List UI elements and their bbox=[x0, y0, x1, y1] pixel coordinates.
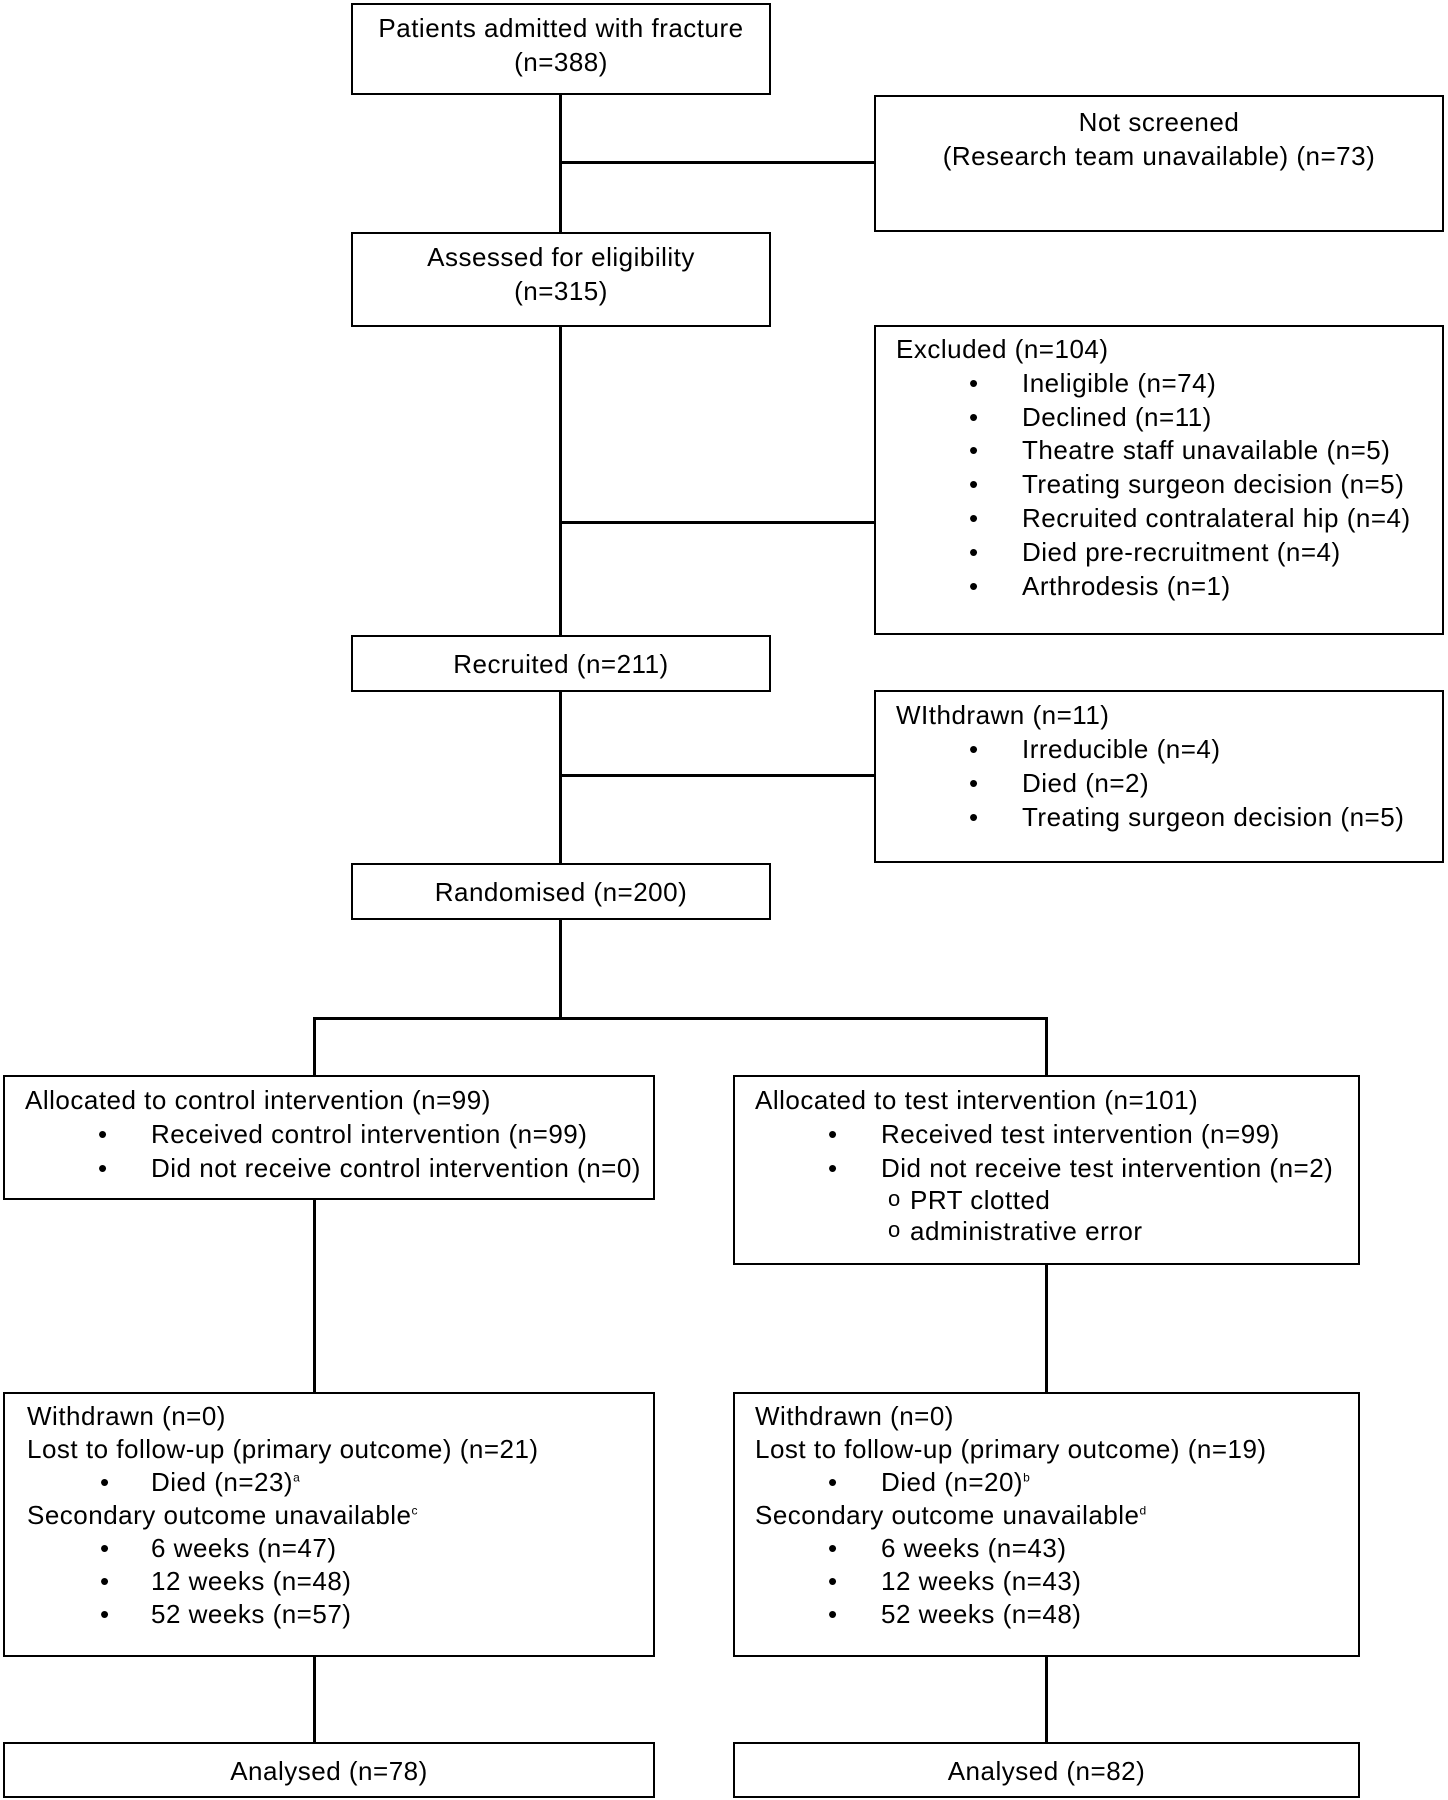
test-alloc-item: Did not receive test intervention (n=2) bbox=[755, 1151, 1358, 1185]
connector-main-4 bbox=[559, 920, 562, 1020]
connector-control-2 bbox=[313, 1200, 316, 1392]
control-analysed-label: Analysed (n=78) bbox=[230, 1756, 428, 1786]
assessed-line1: Assessed for eligibility bbox=[427, 242, 695, 272]
box-assessed: Assessed for eligibility (n=315) bbox=[351, 232, 771, 327]
excluded-item: Recruited contralateral hip (n=4) bbox=[896, 502, 1442, 536]
withdrawn-pre-item: Irreducible (n=4) bbox=[896, 732, 1442, 766]
connector-main-1 bbox=[559, 95, 562, 235]
box-not-screened: Not screened (Research team unavailable)… bbox=[874, 95, 1444, 232]
box-randomised: Randomised (n=200) bbox=[351, 863, 771, 920]
not-screened-line1: Not screened bbox=[1078, 107, 1240, 137]
control-follow-lost: Lost to follow-up (primary outcome) (n=2… bbox=[27, 1434, 539, 1464]
box-withdrawn-pre: WIthdrawn (n=11) Irreducible (n=4) Died … bbox=[874, 690, 1444, 863]
control-follow-week: 6 weeks (n=47) bbox=[27, 1532, 653, 1565]
test-follow-week: 6 weeks (n=43) bbox=[755, 1532, 1358, 1565]
excluded-item: Ineligible (n=74) bbox=[896, 367, 1442, 401]
control-alloc-item: Did not receive control intervention (n=… bbox=[25, 1151, 653, 1185]
connector-withdrawn bbox=[559, 774, 874, 777]
connector-main-2 bbox=[559, 327, 562, 637]
assessed-line2: (n=315) bbox=[514, 276, 608, 306]
not-screened-line2: (Research team unavailable) (n=73) bbox=[942, 141, 1376, 171]
control-follow-week: 12 weeks (n=48) bbox=[27, 1565, 653, 1598]
excluded-item: Treating surgeon decision (n=5) bbox=[896, 468, 1442, 502]
connector-split bbox=[313, 1017, 1048, 1020]
excluded-item: Theatre staff unavailable (n=5) bbox=[896, 434, 1442, 468]
withdrawn-pre-title: WIthdrawn (n=11) bbox=[896, 700, 1110, 730]
control-alloc-title: Allocated to control intervention (n=99) bbox=[25, 1085, 491, 1115]
control-follow-secondary: Secondary outcome unavailablec bbox=[27, 1500, 419, 1530]
connector-test-1 bbox=[1045, 1017, 1048, 1075]
test-follow-withdrawn: Withdrawn (n=0) bbox=[755, 1401, 954, 1431]
test-follow-secondary: Secondary outcome unavailabled bbox=[755, 1500, 1147, 1530]
box-recruited: Recruited (n=211) bbox=[351, 635, 771, 692]
connector-main-3 bbox=[559, 692, 562, 867]
box-control-followup: Withdrawn (n=0) Lost to follow-up (prima… bbox=[3, 1392, 655, 1657]
connector-test-3 bbox=[1045, 1657, 1048, 1742]
excluded-item: Died pre-recruitment (n=4) bbox=[896, 536, 1442, 570]
box-excluded: Excluded (n=104) Ineligible (n=74) Decli… bbox=[874, 325, 1444, 635]
test-alloc-item: Received test intervention (n=99) bbox=[755, 1117, 1358, 1151]
control-follow-week: 52 weeks (n=57) bbox=[27, 1598, 653, 1631]
connector-test-2 bbox=[1045, 1262, 1048, 1392]
control-follow-died: Died (n=23)a bbox=[27, 1466, 653, 1499]
control-alloc-item: Received control intervention (n=99) bbox=[25, 1117, 653, 1151]
connector-not-screened bbox=[559, 161, 874, 164]
test-follow-lost: Lost to follow-up (primary outcome) (n=1… bbox=[755, 1434, 1267, 1464]
withdrawn-pre-item: Treating surgeon decision (n=5) bbox=[896, 800, 1442, 834]
control-secondary-footnote: c bbox=[411, 1503, 419, 1518]
test-follow-week: 52 weeks (n=48) bbox=[755, 1598, 1358, 1631]
withdrawn-pre-item: Died (n=2) bbox=[896, 766, 1442, 800]
box-admitted: Patients admitted with fracture (n=388) bbox=[351, 3, 771, 95]
control-follow-withdrawn: Withdrawn (n=0) bbox=[27, 1401, 226, 1431]
admitted-line1: Patients admitted with fracture bbox=[378, 13, 744, 43]
box-control-analysed: Analysed (n=78) bbox=[3, 1742, 655, 1798]
excluded-item: Arthrodesis (n=1) bbox=[896, 570, 1442, 604]
box-test-allocation: Allocated to test intervention (n=101) R… bbox=[733, 1075, 1360, 1265]
test-alloc-title: Allocated to test intervention (n=101) bbox=[755, 1085, 1199, 1115]
control-died-footnote: a bbox=[293, 1470, 301, 1485]
test-follow-died: Died (n=20)b bbox=[755, 1466, 1358, 1499]
connector-excluded bbox=[559, 521, 874, 524]
test-secondary-footnote: d bbox=[1139, 1503, 1147, 1518]
box-control-allocation: Allocated to control intervention (n=99)… bbox=[3, 1075, 655, 1200]
box-test-analysed: Analysed (n=82) bbox=[733, 1742, 1360, 1798]
test-alloc-subitem: PRT clotted bbox=[755, 1183, 1358, 1216]
connector-control-3 bbox=[313, 1657, 316, 1742]
admitted-line2: (n=388) bbox=[514, 47, 608, 77]
excluded-item: Declined (n=11) bbox=[896, 401, 1442, 435]
test-analysed-label: Analysed (n=82) bbox=[947, 1756, 1146, 1786]
test-died-footnote: b bbox=[1023, 1470, 1031, 1485]
test-alloc-subitem: administrative error bbox=[755, 1214, 1358, 1247]
test-follow-week: 12 weeks (n=43) bbox=[755, 1565, 1358, 1598]
box-test-followup: Withdrawn (n=0) Lost to follow-up (prima… bbox=[733, 1392, 1360, 1657]
randomised-label: Randomised (n=200) bbox=[434, 877, 688, 907]
excluded-title: Excluded (n=104) bbox=[896, 334, 1109, 364]
recruited-label: Recruited (n=211) bbox=[453, 649, 669, 679]
connector-control-1 bbox=[313, 1017, 316, 1075]
